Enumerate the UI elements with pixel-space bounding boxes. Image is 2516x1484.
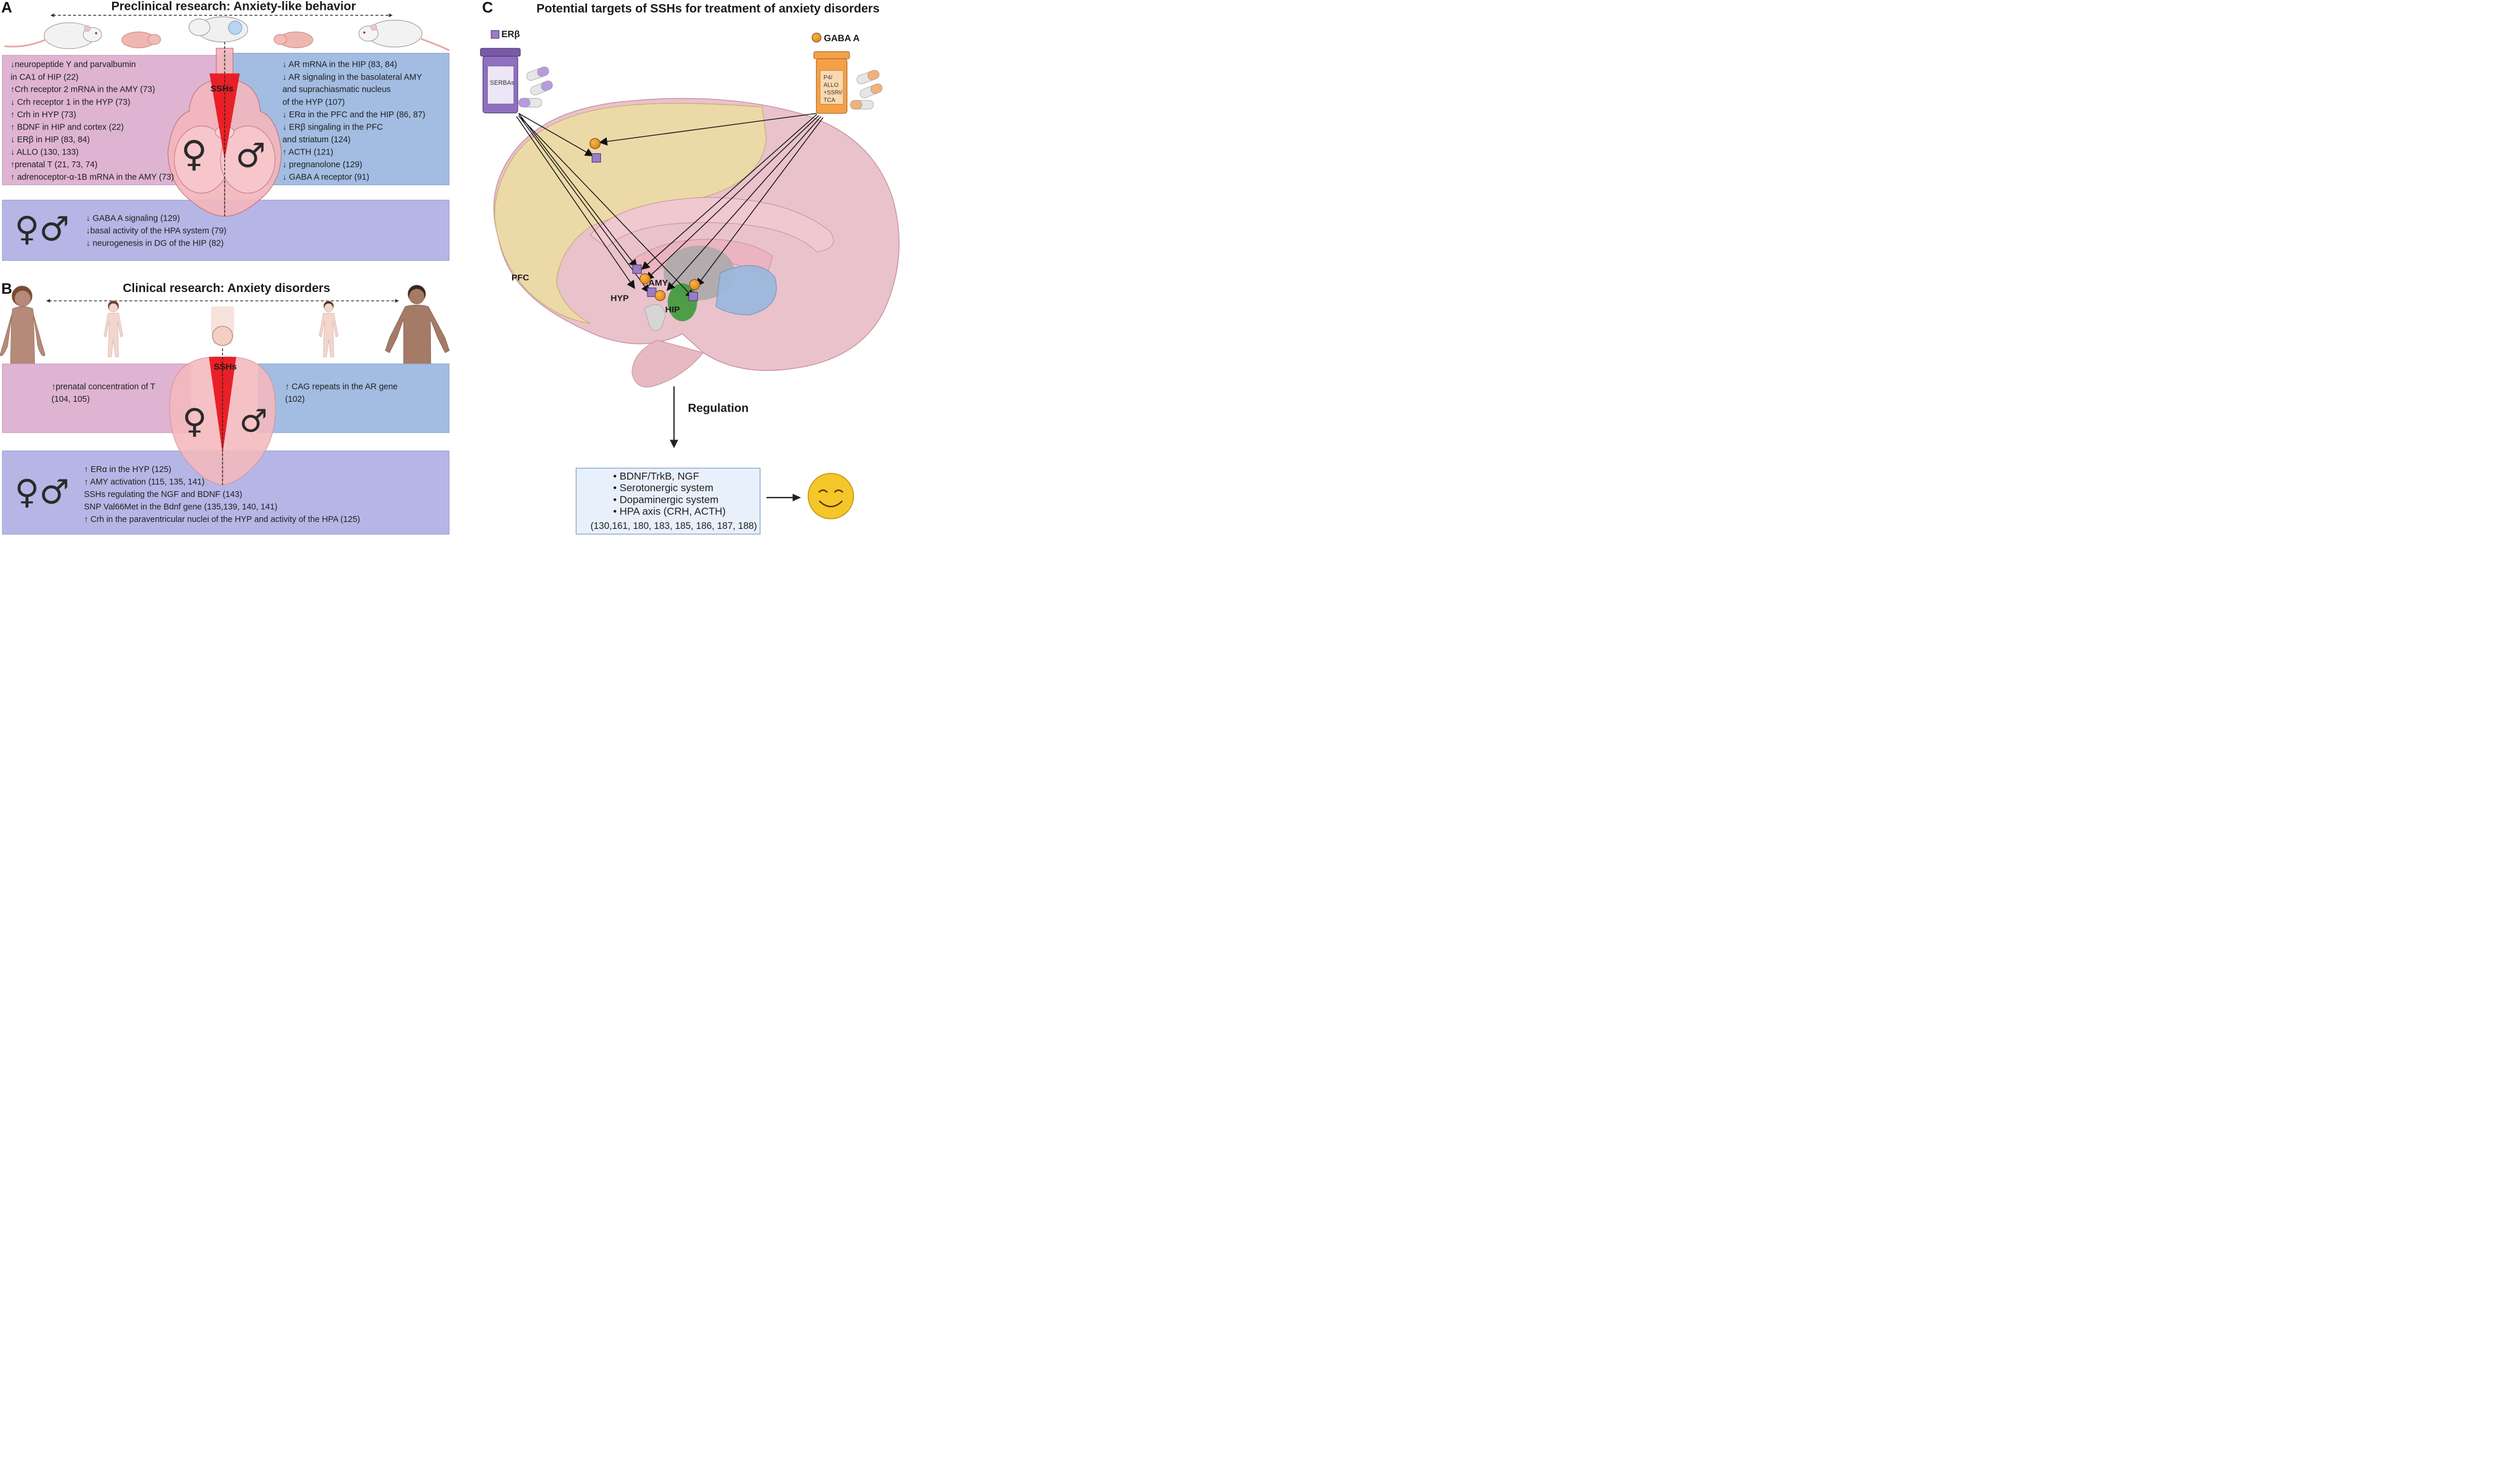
finding-line: ↓ AR signaling in the basolateral AMY — [282, 72, 422, 82]
female-symbol-b: ♀ — [182, 401, 207, 441]
panel-a-title: Preclinical research: Anxiety-like behav… — [111, 0, 356, 13]
finding-line: ↑ ERα in the HYP (125) — [84, 464, 172, 474]
er-beta-legend-label: ERβ — [501, 28, 520, 39]
finding-line: and suprachiasmatic nucleus — [282, 85, 391, 94]
panel-a-male-findings: ↓ AR mRNA in the HIP (83, 84) ↓ AR signa… — [282, 59, 425, 183]
regulation-references: (130,161, 180, 183, 185, 186, 187, 188) — [590, 520, 757, 531]
er-beta-receptor-marker — [632, 264, 642, 274]
panel-c-title: Potential targets of SSHs for treatment … — [536, 1, 880, 16]
finding-line: ↓ ALLO (130, 133) — [10, 147, 79, 157]
region-label-pfc: PFC — [511, 272, 530, 283]
panel-b-shared-findings: ↑ ERα in the HYP (125) ↑ AMY activation … — [84, 463, 360, 526]
panel-b-ssh-label: SSHs — [214, 361, 237, 372]
finding-line: ↑ AMY activation (115, 135, 141) — [84, 477, 205, 487]
finding-line: ↓ ERβ in HIP (83, 84) — [10, 135, 90, 145]
gaba-a-receptor-marker — [689, 279, 700, 290]
gaba-a-receptor-marker — [589, 138, 601, 149]
smiley-face-icon — [807, 473, 854, 520]
finding-line: of the HYP (107) — [282, 97, 345, 107]
region-label-amy: AMY — [648, 278, 668, 288]
region-label-hip: HIP — [665, 304, 680, 315]
panel-b-female-findings: ↑prenatal concentration of T (104, 105) — [52, 380, 156, 405]
outcome-arrow — [766, 494, 801, 502]
human-brain-illustration — [169, 306, 276, 485]
regulation-outcomes-list: • BDNF/TrkB, NGF • Serotonergic system •… — [613, 470, 726, 517]
er-beta-receptor-marker — [689, 291, 698, 301]
gaba-a-receptor-marker — [639, 273, 651, 284]
finding-line: ↓ ERβ singaling in the PFC — [282, 122, 383, 132]
gaba-a-legend-marker — [811, 33, 822, 43]
outcome-item: • Dopaminergic system — [613, 494, 719, 506]
finding-line: ↓ GABA A receptor (91) — [282, 172, 369, 182]
gaba-a-legend-label: GABA A — [823, 33, 860, 44]
finding-line: ↓ Crh receptor 1 in the HYP (73) — [10, 97, 131, 107]
finding-line: ↓ neurogenesis in DG of the HIP (82) — [86, 238, 224, 248]
male-symbol-a: ♂ — [235, 135, 266, 175]
finding-line: SNP Val66Met in the Bdnf gene (135,139, … — [84, 502, 278, 512]
finding-line: ↑ ACTH (121) — [282, 147, 333, 157]
panel-b-male-box — [258, 363, 449, 433]
panel-b-male-findings: ↑ CAG repeats in the AR gene (102) — [285, 380, 398, 405]
finding-line: ↑ CAG repeats in the AR gene — [285, 381, 398, 391]
finding-line: ↑Crh receptor 2 mRNA in the AMY (73) — [10, 85, 156, 94]
rodent-brain-illustration — [167, 42, 282, 217]
panel-b-letter: B — [1, 280, 12, 298]
finding-line: ↑ BDNF in HIP and cortex (22) — [10, 122, 124, 132]
female-symbol-a: ♀ — [181, 133, 207, 175]
finding-line: (102) — [285, 394, 305, 404]
finding-line: ↓neuropeptide Y and parvalbumin — [10, 60, 136, 69]
finding-line: ↓ ERα in the PFC and the HIP (86, 87) — [282, 110, 426, 120]
lifespan-axis-arrow — [46, 298, 399, 303]
gaba-a-receptor-marker — [654, 290, 666, 301]
bottle-label-line: TCA — [823, 96, 836, 103]
finding-line: ↓ pregnanolone (129) — [282, 160, 362, 170]
finding-line: ↑prenatal T (21, 73, 74) — [10, 160, 98, 170]
bottle-label-line: P4/ — [823, 74, 833, 81]
ssh-gradient-triangle-a — [209, 73, 240, 160]
panel-b-female-box — [2, 363, 192, 433]
panel-b-title: Clinical research: Anxiety disorders — [123, 281, 330, 295]
bottle-label-line: ALLO — [823, 81, 839, 88]
outcome-item: • HPA axis (CRH, ACTH) — [613, 506, 726, 517]
finding-line: and striatum (124) — [282, 135, 351, 145]
finding-line: ↓ AR mRNA in the HIP (83, 84) — [282, 60, 397, 69]
human-figures — [0, 284, 450, 418]
panel-a-female-findings: ↓neuropeptide Y and parvalbumin in CA1 o… — [10, 59, 174, 183]
region-label-hyp: HYP — [610, 293, 629, 303]
panel-a-ssh-label: SSHs — [210, 83, 233, 93]
bottle-label-line: +SSRI/ — [823, 89, 843, 96]
outcome-item: • Serotonergic system — [613, 482, 714, 494]
age-axis-arrow — [50, 13, 393, 17]
finding-line: ↓basal activity of the HPA system (79) — [86, 226, 226, 236]
both-sexes-symbol-a: ♀♂ — [15, 209, 70, 248]
finding-line: SSHs regulating the NGF and BDNF (143) — [84, 489, 243, 499]
p4-allo-bottle — [814, 51, 883, 114]
rodent-illustrations — [4, 16, 450, 52]
finding-line: ↓ GABA A signaling (129) — [86, 213, 180, 223]
finding-line: ↑prenatal concentration of T — [51, 381, 156, 391]
er-beta-legend-marker — [491, 30, 499, 39]
panel-a-letter: A — [1, 0, 12, 16]
outcome-item: • BDNF/TrkB, NGF — [613, 470, 700, 482]
panel-c-letter: C — [482, 0, 494, 16]
both-sexes-symbol-b: ♀♂ — [15, 471, 70, 512]
male-symbol-b: ♂ — [239, 402, 268, 440]
finding-line: ↑ Crh in HYP (73) — [10, 110, 77, 120]
finding-line: ↑ Crh in the paraventricular nuclei of t… — [84, 514, 361, 524]
finding-line: ↑ adrenoceptor-α-1B mRNA in the AMY (73) — [10, 172, 174, 182]
panel-a-shared-findings: ↓ GABA A signaling (129) ↓basal activity… — [86, 212, 226, 250]
serbas-bottle — [480, 48, 553, 114]
regulation-outcomes-box — [575, 467, 761, 535]
p4-allo-bottle-label: P4/ ALLO +SSRI/ TCA — [823, 74, 842, 104]
target-arrows — [516, 113, 824, 298]
regulation-label: Regulation — [688, 401, 749, 415]
serbas-bottle-label: SERBAs — [489, 79, 514, 87]
er-beta-receptor-marker — [591, 153, 601, 163]
finding-line: (104, 105) — [51, 394, 90, 404]
regulation-arrow — [670, 386, 678, 449]
finding-line: in CA1 of HIP (22) — [10, 72, 79, 82]
sagittal-brain-illustration — [493, 98, 900, 388]
